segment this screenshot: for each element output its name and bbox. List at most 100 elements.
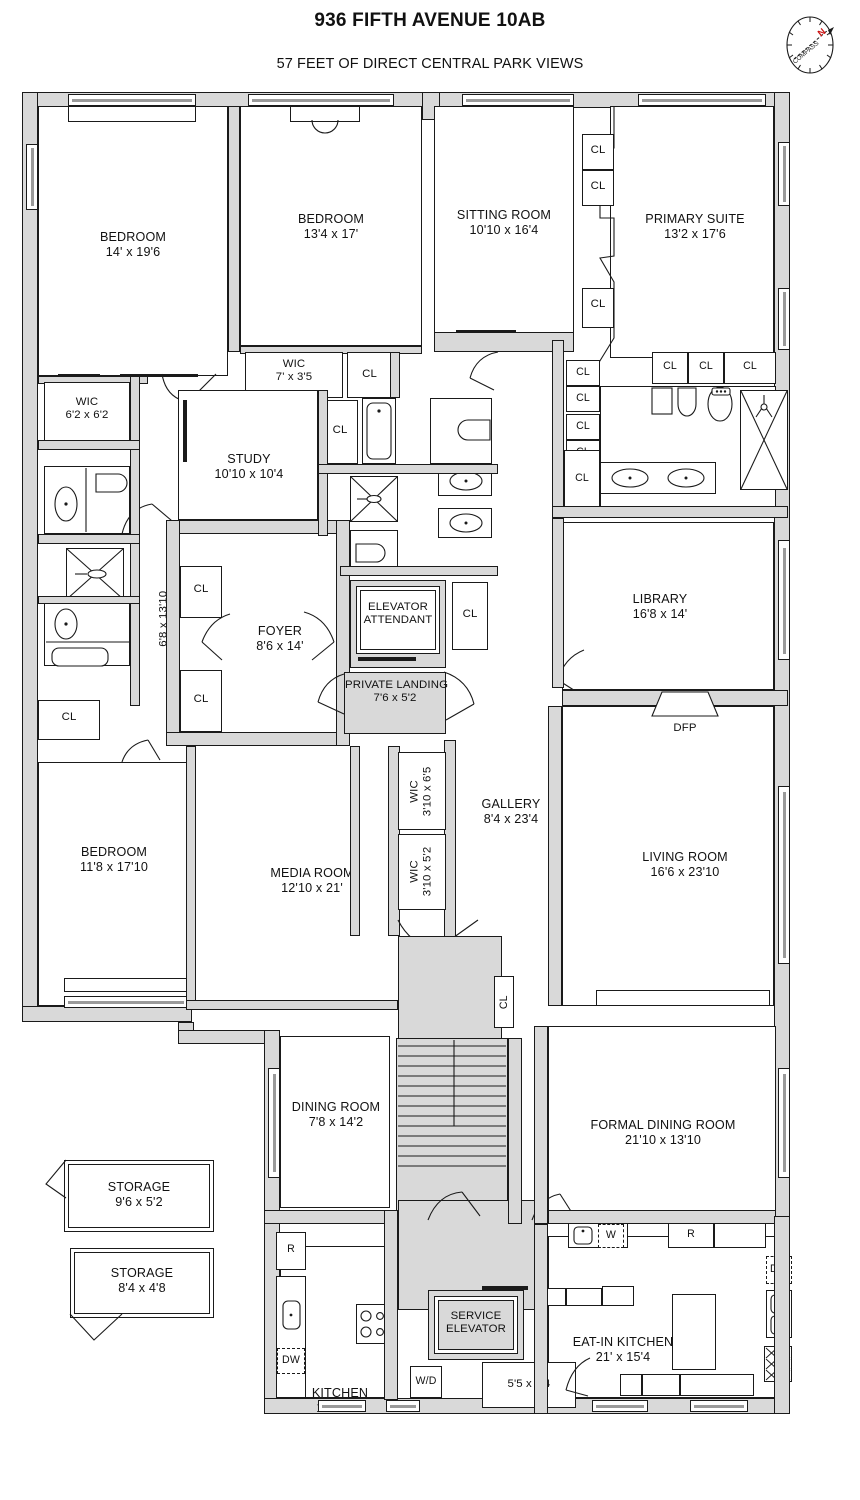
kitchen-counter-north-2 xyxy=(714,1222,766,1248)
window-seat-bedroom-sw xyxy=(64,978,188,992)
window-mullion xyxy=(68,1001,184,1004)
center-hall-shading xyxy=(398,936,502,1040)
shower-x-west xyxy=(66,548,124,600)
door-swing-foyer-2 xyxy=(303,611,335,661)
washer-dryer-label: W/D xyxy=(415,1375,437,1387)
closet-label: CL xyxy=(743,360,757,372)
wall-living-left xyxy=(548,706,562,1006)
primary-shower-x xyxy=(740,390,788,490)
room-label-media-room: MEDIA ROOM 12'10 x 21' xyxy=(270,866,354,895)
room-label-foyer: FOYER 8'6 x 14' xyxy=(256,624,304,653)
toilet-center xyxy=(457,419,491,441)
kitchen-counter-south-2 xyxy=(642,1374,680,1396)
wall-gallery-column-left xyxy=(350,746,360,936)
room-wic-gallery-upper xyxy=(398,752,446,830)
private-landing-outline xyxy=(344,672,446,734)
closet-cl-2 xyxy=(582,134,614,170)
door-swing-small-powder xyxy=(565,1357,591,1397)
closet-label: CL xyxy=(590,298,606,310)
room-label-wic-west: WIC 6'2 x 6'2 xyxy=(65,396,109,422)
closet-label: CL xyxy=(362,368,377,380)
room-label-primary-suite: PRIMARY SUITE 13'2 x 17'6 xyxy=(645,212,745,241)
wall-foyer-left xyxy=(166,520,180,746)
room-study xyxy=(178,390,318,520)
window-mullion xyxy=(390,1405,416,1408)
room-small-powder xyxy=(482,1362,576,1408)
window-mullion xyxy=(273,1074,276,1172)
window-mullion xyxy=(72,99,192,102)
closet-cl-8 xyxy=(180,670,222,732)
room-eat-in-kitchen xyxy=(548,1236,776,1398)
window-mullion xyxy=(783,1074,786,1172)
room-label-storage-1: STORAGE 9'6 x 5'2 xyxy=(107,1180,171,1209)
closet-cl-1 xyxy=(347,352,392,398)
sink-center-2 xyxy=(449,513,483,533)
closet-label: CL xyxy=(575,472,589,484)
room-label-library: LIBRARY 16'8 x 14' xyxy=(632,592,688,621)
wall-service-hall-right xyxy=(508,1038,522,1224)
arch-detail xyxy=(311,119,339,134)
toilet-center-2 xyxy=(355,543,386,563)
closet-cl-12 xyxy=(566,414,600,440)
room-label-wic-gallery-upper: WIC 3'10 x 6'5 xyxy=(408,766,434,817)
wall-interior-bath-divider xyxy=(38,440,140,450)
wall-interior-center-row-2 xyxy=(340,566,498,576)
kitchen-cabinets-west-3 xyxy=(602,1286,634,1306)
window-mullion xyxy=(466,99,570,102)
window-seat-living-south xyxy=(596,990,770,1006)
wall-foyer-bottom xyxy=(166,732,350,746)
room-label-wic-top: WIC 7' x 3'5 xyxy=(275,358,313,384)
wall-interior-center-row xyxy=(318,464,498,474)
closet-label: CL xyxy=(576,366,590,378)
closet-label: CL xyxy=(332,424,348,436)
exterior-wall-right xyxy=(774,92,790,1392)
storage-1-notch xyxy=(45,1159,67,1199)
wall-interior-center-col xyxy=(318,390,328,536)
room-label-gallery: GALLERY 8'4 x 23'4 xyxy=(481,797,541,826)
window-mullion xyxy=(783,146,786,202)
page-subtitle: 57 FEET OF DIRECT CENTRAL PARK VIEWS xyxy=(276,56,584,72)
room-label-bedroom-n: BEDROOM 13'4 x 17' xyxy=(297,212,365,241)
room-bedroom-nw xyxy=(38,106,228,376)
room-label-study: STUDY 10'10 x 10'4 xyxy=(214,452,284,481)
window-mullion xyxy=(783,292,786,346)
dishwasher-kitchen xyxy=(277,1348,305,1374)
closet-label: CL xyxy=(193,693,209,705)
closet-label: CL xyxy=(699,360,713,372)
door-swing-landing-left xyxy=(317,673,345,715)
closet-cl-4 xyxy=(582,288,614,328)
washer-label: W xyxy=(605,1229,617,1241)
closet-cl-5 xyxy=(38,700,100,740)
refrigerator-kitchen xyxy=(276,1232,306,1270)
room-label-private-landing: PRIVATE LANDING 7'6 x 5'2 xyxy=(345,679,449,705)
wall-interior-right-col xyxy=(552,340,564,530)
washer-appliance xyxy=(598,1224,624,1248)
closet-label: CL xyxy=(61,711,77,723)
room-wic-west xyxy=(44,382,130,442)
refrigerator-label: R xyxy=(287,1243,295,1255)
room-living-room xyxy=(562,706,774,1006)
wall-interior-north-2 xyxy=(390,352,400,398)
wall-kitchen-top xyxy=(264,1210,398,1224)
service-elevator-door-sill xyxy=(482,1286,528,1290)
room-label-storage-2: STORAGE 8'4 x 4'8 xyxy=(110,1266,174,1295)
page-title: 936 FIFTH AVENUE 10AB xyxy=(314,10,546,31)
wall-interior-bath-divider-3 xyxy=(38,596,140,604)
primary-bath-wc xyxy=(651,386,733,422)
staircase-treads xyxy=(398,1040,506,1167)
kitchen-sink-north xyxy=(573,1226,593,1245)
window-mullion xyxy=(783,792,786,958)
window-seat-bedroom-n xyxy=(290,106,360,122)
room-primary-suite xyxy=(610,106,774,358)
kitchen-cabinets-west-2 xyxy=(566,1288,602,1306)
wall-segment xyxy=(58,374,100,377)
wall-formal-dining-left xyxy=(534,1026,548,1224)
window-seat-bedroom-nw xyxy=(68,106,196,122)
storage-unit-2-inner xyxy=(74,1252,210,1314)
closet-label: CL xyxy=(590,144,606,156)
closet-cl-17 xyxy=(724,352,776,384)
closet-cl-16 xyxy=(688,352,724,384)
dishwasher-label: DW xyxy=(282,1354,300,1366)
bath-fixtures-2 xyxy=(46,608,130,667)
